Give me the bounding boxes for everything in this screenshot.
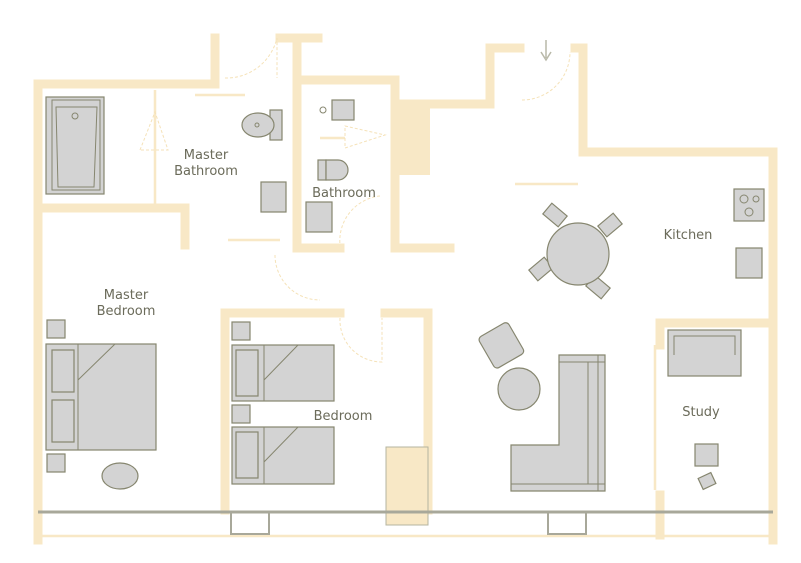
entrance-arrow-icon	[540, 40, 552, 62]
sink-bathroom	[305, 201, 333, 233]
nightstand	[46, 319, 66, 339]
bathtub	[45, 96, 105, 195]
label-bedroom: Bedroom	[314, 409, 373, 424]
toilet-bathroom	[317, 159, 349, 181]
toilet-master	[241, 109, 283, 141]
sink-master	[260, 181, 287, 213]
lamp	[697, 471, 717, 491]
nightstand	[46, 453, 66, 473]
label-kitchen: Kitchen	[664, 228, 713, 243]
armchair	[478, 322, 525, 369]
walls	[33, 33, 778, 545]
ottoman	[101, 462, 139, 490]
bed-single	[231, 426, 335, 485]
label-study: Study	[682, 405, 720, 420]
nightstand	[231, 404, 251, 424]
desk-chair	[694, 443, 719, 467]
sofa-study	[667, 329, 742, 377]
label-bathroom: Bathroom	[312, 186, 376, 201]
doors	[139, 37, 571, 363]
sectional-sofa	[510, 354, 606, 492]
dining-table	[527, 202, 624, 300]
coffee-table	[497, 367, 541, 411]
bed-single	[231, 344, 335, 402]
sink-kitchen	[735, 247, 763, 279]
sink-bathroom-top	[331, 99, 355, 121]
stove	[733, 188, 765, 222]
nightstand	[231, 321, 251, 341]
bed-master	[45, 343, 157, 451]
